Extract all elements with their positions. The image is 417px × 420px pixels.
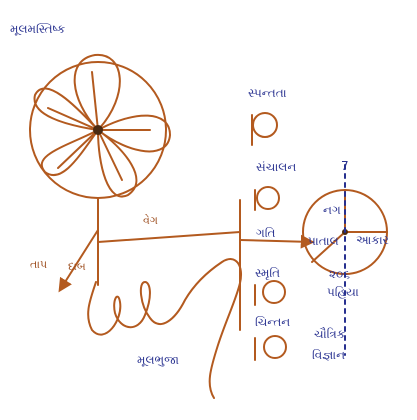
petal-left bbox=[35, 88, 98, 130]
label-heat: તાપ bbox=[30, 258, 47, 271]
wheel-note-1: ૨૦૬ bbox=[329, 267, 350, 281]
brain-flower bbox=[30, 55, 170, 198]
label-sensation: સ્પન્તતા bbox=[248, 86, 287, 100]
bottom-right-label-1: ચૌત્રિક bbox=[314, 327, 346, 341]
brain-center-dot bbox=[93, 125, 103, 135]
petal-right bbox=[98, 116, 170, 152]
circle-coordination bbox=[257, 187, 279, 209]
label-nucleus-right: આકાર bbox=[356, 233, 389, 247]
label-speed-arm: વેગ bbox=[143, 214, 158, 227]
wheel-top-mark: 7 bbox=[341, 159, 349, 173]
arrow-to-wheel bbox=[240, 240, 312, 242]
brain-label: મૂલમસ્તિષ્ક bbox=[10, 22, 66, 37]
wheel-note-2: પહિયા bbox=[327, 285, 359, 299]
spoke-4 bbox=[58, 130, 98, 168]
label-memory: સ્મૃતિ bbox=[255, 266, 280, 280]
label-nucleus-left: પાતાલ bbox=[308, 234, 339, 248]
label-pressure: દાબ bbox=[68, 260, 86, 273]
bottom-right-label-2: વિજ્ઞાન bbox=[312, 348, 345, 362]
label-speed-mid: ગતિ bbox=[256, 226, 275, 240]
label-coordination: સંચાલન bbox=[256, 160, 296, 174]
circle-sensation bbox=[253, 113, 277, 137]
label-thinking: ચિન્તન bbox=[255, 315, 290, 329]
root-arm-label: મૂલભુજા bbox=[137, 353, 179, 368]
label-nucleus-cell: નગ bbox=[323, 203, 341, 217]
circle-memory bbox=[263, 281, 285, 303]
spoke-1 bbox=[92, 72, 98, 130]
root-arm-curve bbox=[88, 259, 241, 398]
circle-thinking bbox=[264, 336, 286, 358]
arm-to-bus bbox=[98, 232, 240, 242]
